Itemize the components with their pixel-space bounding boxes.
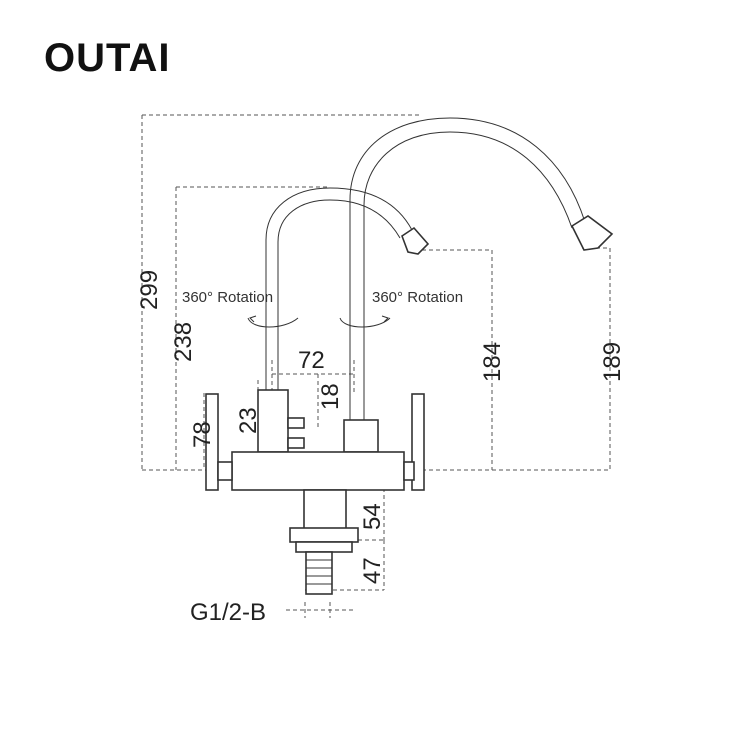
dimension-labels: 299 238 78 23 18 184 189 54 47 72 bbox=[136, 270, 626, 584]
rotation-notes: 360° Rotation 360° Rotation bbox=[182, 289, 463, 306]
dim-299: 299 bbox=[136, 270, 163, 310]
faucet-body bbox=[205, 389, 425, 595]
brand-logo: OUTAI bbox=[44, 36, 171, 80]
dim-238: 238 bbox=[170, 322, 197, 362]
dimension-guides bbox=[141, 114, 611, 618]
thread-label: G1/2-B bbox=[190, 599, 266, 626]
dim-78: 78 bbox=[189, 421, 216, 448]
dim-23: 23 bbox=[235, 407, 262, 434]
rotation-note-left: 360° Rotation bbox=[182, 289, 273, 306]
dim-189: 189 bbox=[599, 342, 626, 382]
rotation-note-right: 360° Rotation bbox=[372, 289, 463, 306]
dim-72: 72 bbox=[298, 347, 325, 374]
dim-54: 54 bbox=[359, 503, 386, 530]
dim-18: 18 bbox=[317, 383, 344, 410]
rotation-arrows bbox=[247, 315, 391, 328]
large-spout bbox=[349, 117, 614, 420]
dim-184: 184 bbox=[479, 342, 506, 382]
small-spout bbox=[265, 187, 430, 395]
dim-47: 47 bbox=[359, 557, 386, 584]
